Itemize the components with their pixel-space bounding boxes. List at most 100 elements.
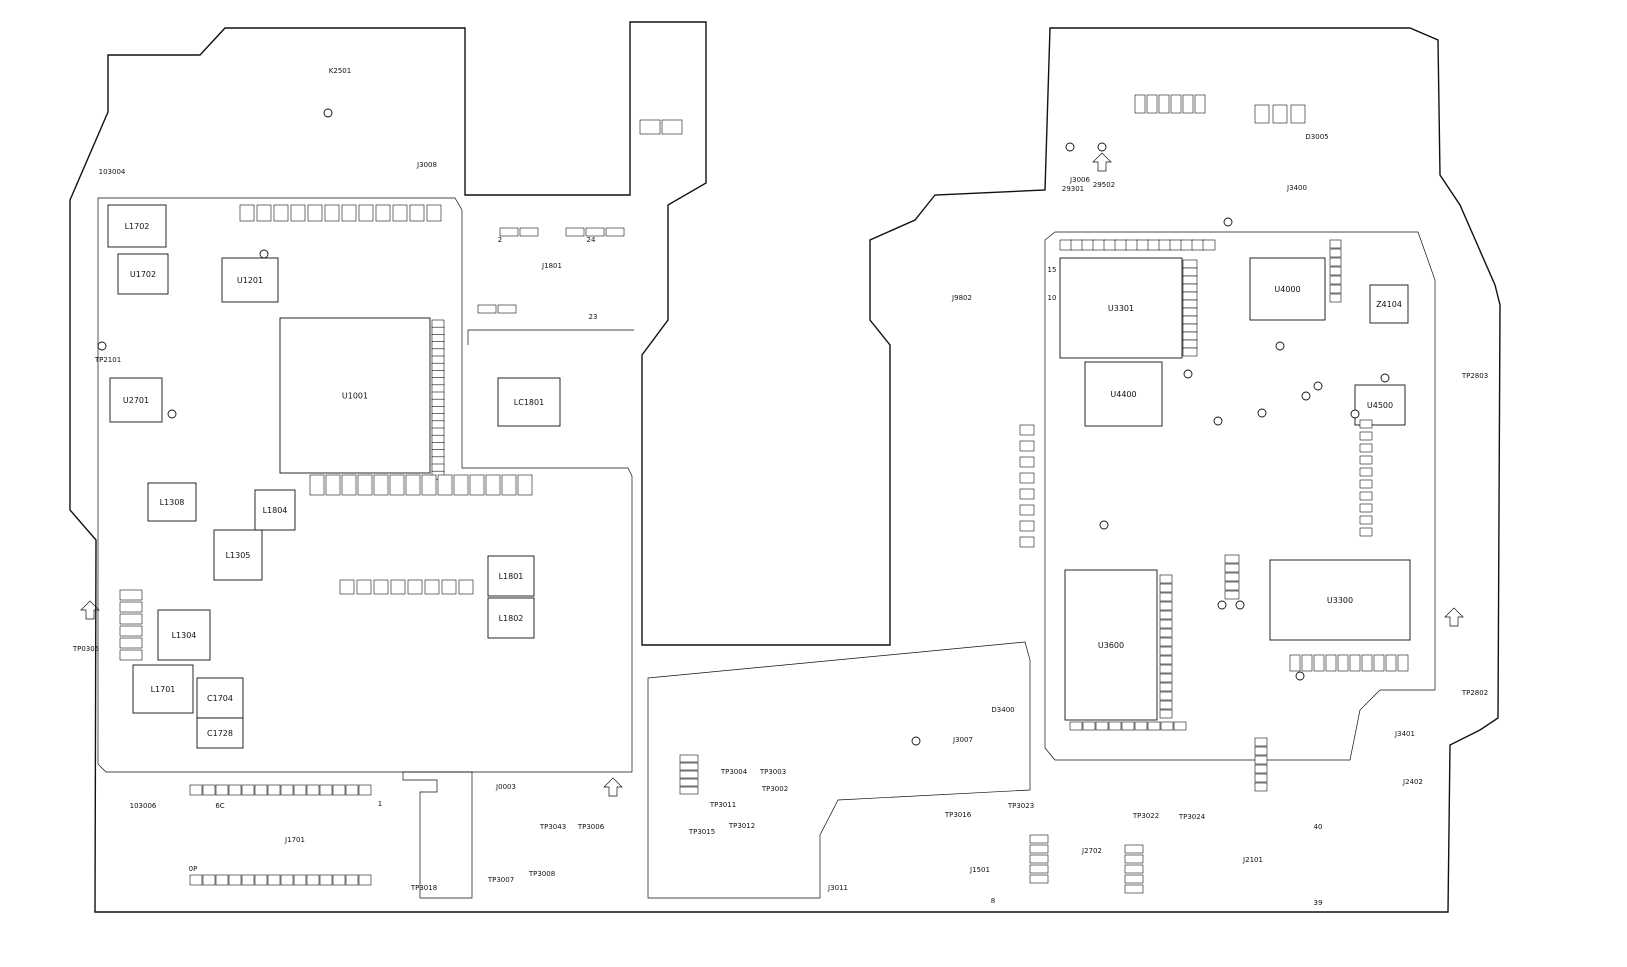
silkscreen-label: J0003 [495, 783, 516, 791]
silkscreen-label: TP3007 [487, 876, 514, 884]
passive-pad [1254, 773, 1268, 783]
silkscreen-label: TP3011 [709, 801, 736, 809]
passive-pad [1124, 884, 1144, 894]
passive-pad [307, 204, 323, 222]
passive-pad [202, 874, 216, 886]
passive-pad [1254, 737, 1268, 747]
passive-pad [1224, 590, 1240, 600]
passive-pad [661, 119, 683, 135]
passive-pad [1329, 284, 1342, 294]
passive-pad [1082, 721, 1096, 731]
chip-l1304: L1304 [157, 609, 211, 661]
passive-pad [1029, 844, 1049, 854]
silkscreen-label: TP3016 [944, 811, 972, 819]
passive-pad [1159, 601, 1173, 611]
shield-center [647, 641, 1031, 899]
passive-pad [239, 204, 255, 222]
passive-pad [119, 637, 143, 649]
passive-pad [431, 348, 445, 358]
passive-pad [1359, 419, 1373, 429]
orientation-arrow-icon [80, 600, 100, 620]
svg-text:U1001: U1001 [342, 392, 368, 401]
svg-text:LC1801: LC1801 [514, 398, 544, 407]
passive-pad [431, 370, 445, 379]
test-point-circle [1223, 217, 1233, 227]
test-point-circle [97, 341, 107, 351]
chip-c1704: C1704 [196, 677, 244, 719]
passive-pad [306, 784, 320, 796]
svg-text:L1305: L1305 [226, 551, 251, 560]
passive-pad [1159, 619, 1173, 629]
passive-pad [1125, 239, 1139, 251]
silkscreen-label: 23 [589, 313, 598, 321]
passive-pad [1385, 654, 1397, 672]
passive-pad [1182, 259, 1198, 269]
passive-pad [119, 649, 143, 661]
silkscreen-label: TP3006 [577, 823, 605, 831]
passive-pad [1182, 339, 1198, 349]
passive-pad [324, 204, 340, 222]
passive-pad [1359, 491, 1373, 501]
silkscreen-label: D3005 [1305, 133, 1328, 141]
passive-pad [1029, 834, 1049, 844]
passive-pad [241, 784, 255, 796]
silkscreen-label: TP3008 [528, 870, 555, 878]
silkscreen-label: 15 [1048, 266, 1057, 274]
passive-pad [1159, 637, 1173, 647]
passive-pad [431, 434, 445, 444]
passive-pad [679, 770, 699, 779]
passive-pad [431, 420, 445, 430]
passive-pad [1182, 307, 1198, 317]
passive-pad [469, 474, 485, 496]
svg-text:U4400: U4400 [1110, 390, 1136, 399]
silkscreen-label: 6C [215, 802, 224, 810]
passive-pad [1254, 764, 1268, 774]
passive-pad [1070, 239, 1084, 251]
passive-pad [306, 874, 320, 886]
passive-pad [407, 579, 423, 595]
passive-pad [431, 391, 445, 401]
shield-left [97, 197, 633, 773]
passive-pad [189, 784, 203, 796]
passive-pad [256, 204, 272, 222]
passive-pad [1147, 239, 1161, 251]
passive-pad [1158, 94, 1170, 114]
passive-pad [319, 784, 333, 796]
silkscreen-label: J3008 [416, 161, 437, 169]
passive-pad [1361, 654, 1373, 672]
passive-pad [501, 474, 517, 496]
svg-text:L1801: L1801 [499, 572, 524, 581]
silkscreen-label: 0P [189, 865, 198, 873]
passive-pad [1029, 874, 1049, 884]
svg-text:Z4104: Z4104 [1376, 300, 1402, 309]
passive-pad [1224, 554, 1240, 564]
passive-pad [228, 874, 242, 886]
silkscreen-label: 103006 [130, 802, 157, 810]
silkscreen-label: TP0305 [72, 645, 99, 653]
passive-pad [1182, 267, 1198, 277]
passive-pad [431, 384, 445, 394]
passive-pad [639, 119, 661, 135]
svg-text:U3300: U3300 [1327, 596, 1353, 605]
passive-pad [1019, 472, 1035, 484]
passive-pad [424, 579, 440, 595]
passive-pad [293, 784, 307, 796]
chip-u3600: U3600 [1064, 569, 1158, 721]
passive-pad [1254, 755, 1268, 765]
chip-lc1801: LC1801 [497, 377, 561, 427]
passive-pad [679, 778, 699, 787]
test-point-circle [1235, 600, 1245, 610]
svg-text:U2701: U2701 [123, 396, 149, 405]
silkscreen-label: 2 [498, 236, 502, 244]
passive-pad [1289, 654, 1301, 672]
silkscreen-label: J9802 [951, 294, 972, 302]
orientation-arrow-icon [1444, 607, 1464, 627]
passive-pad [375, 204, 391, 222]
passive-pad [1329, 275, 1342, 285]
passive-pad [1059, 239, 1073, 251]
silkscreen-label: TP3012 [728, 822, 755, 830]
passive-pad [453, 474, 469, 496]
passive-pad [1019, 488, 1035, 500]
silkscreen-label: 103004 [99, 168, 126, 176]
passive-pad [431, 341, 445, 350]
